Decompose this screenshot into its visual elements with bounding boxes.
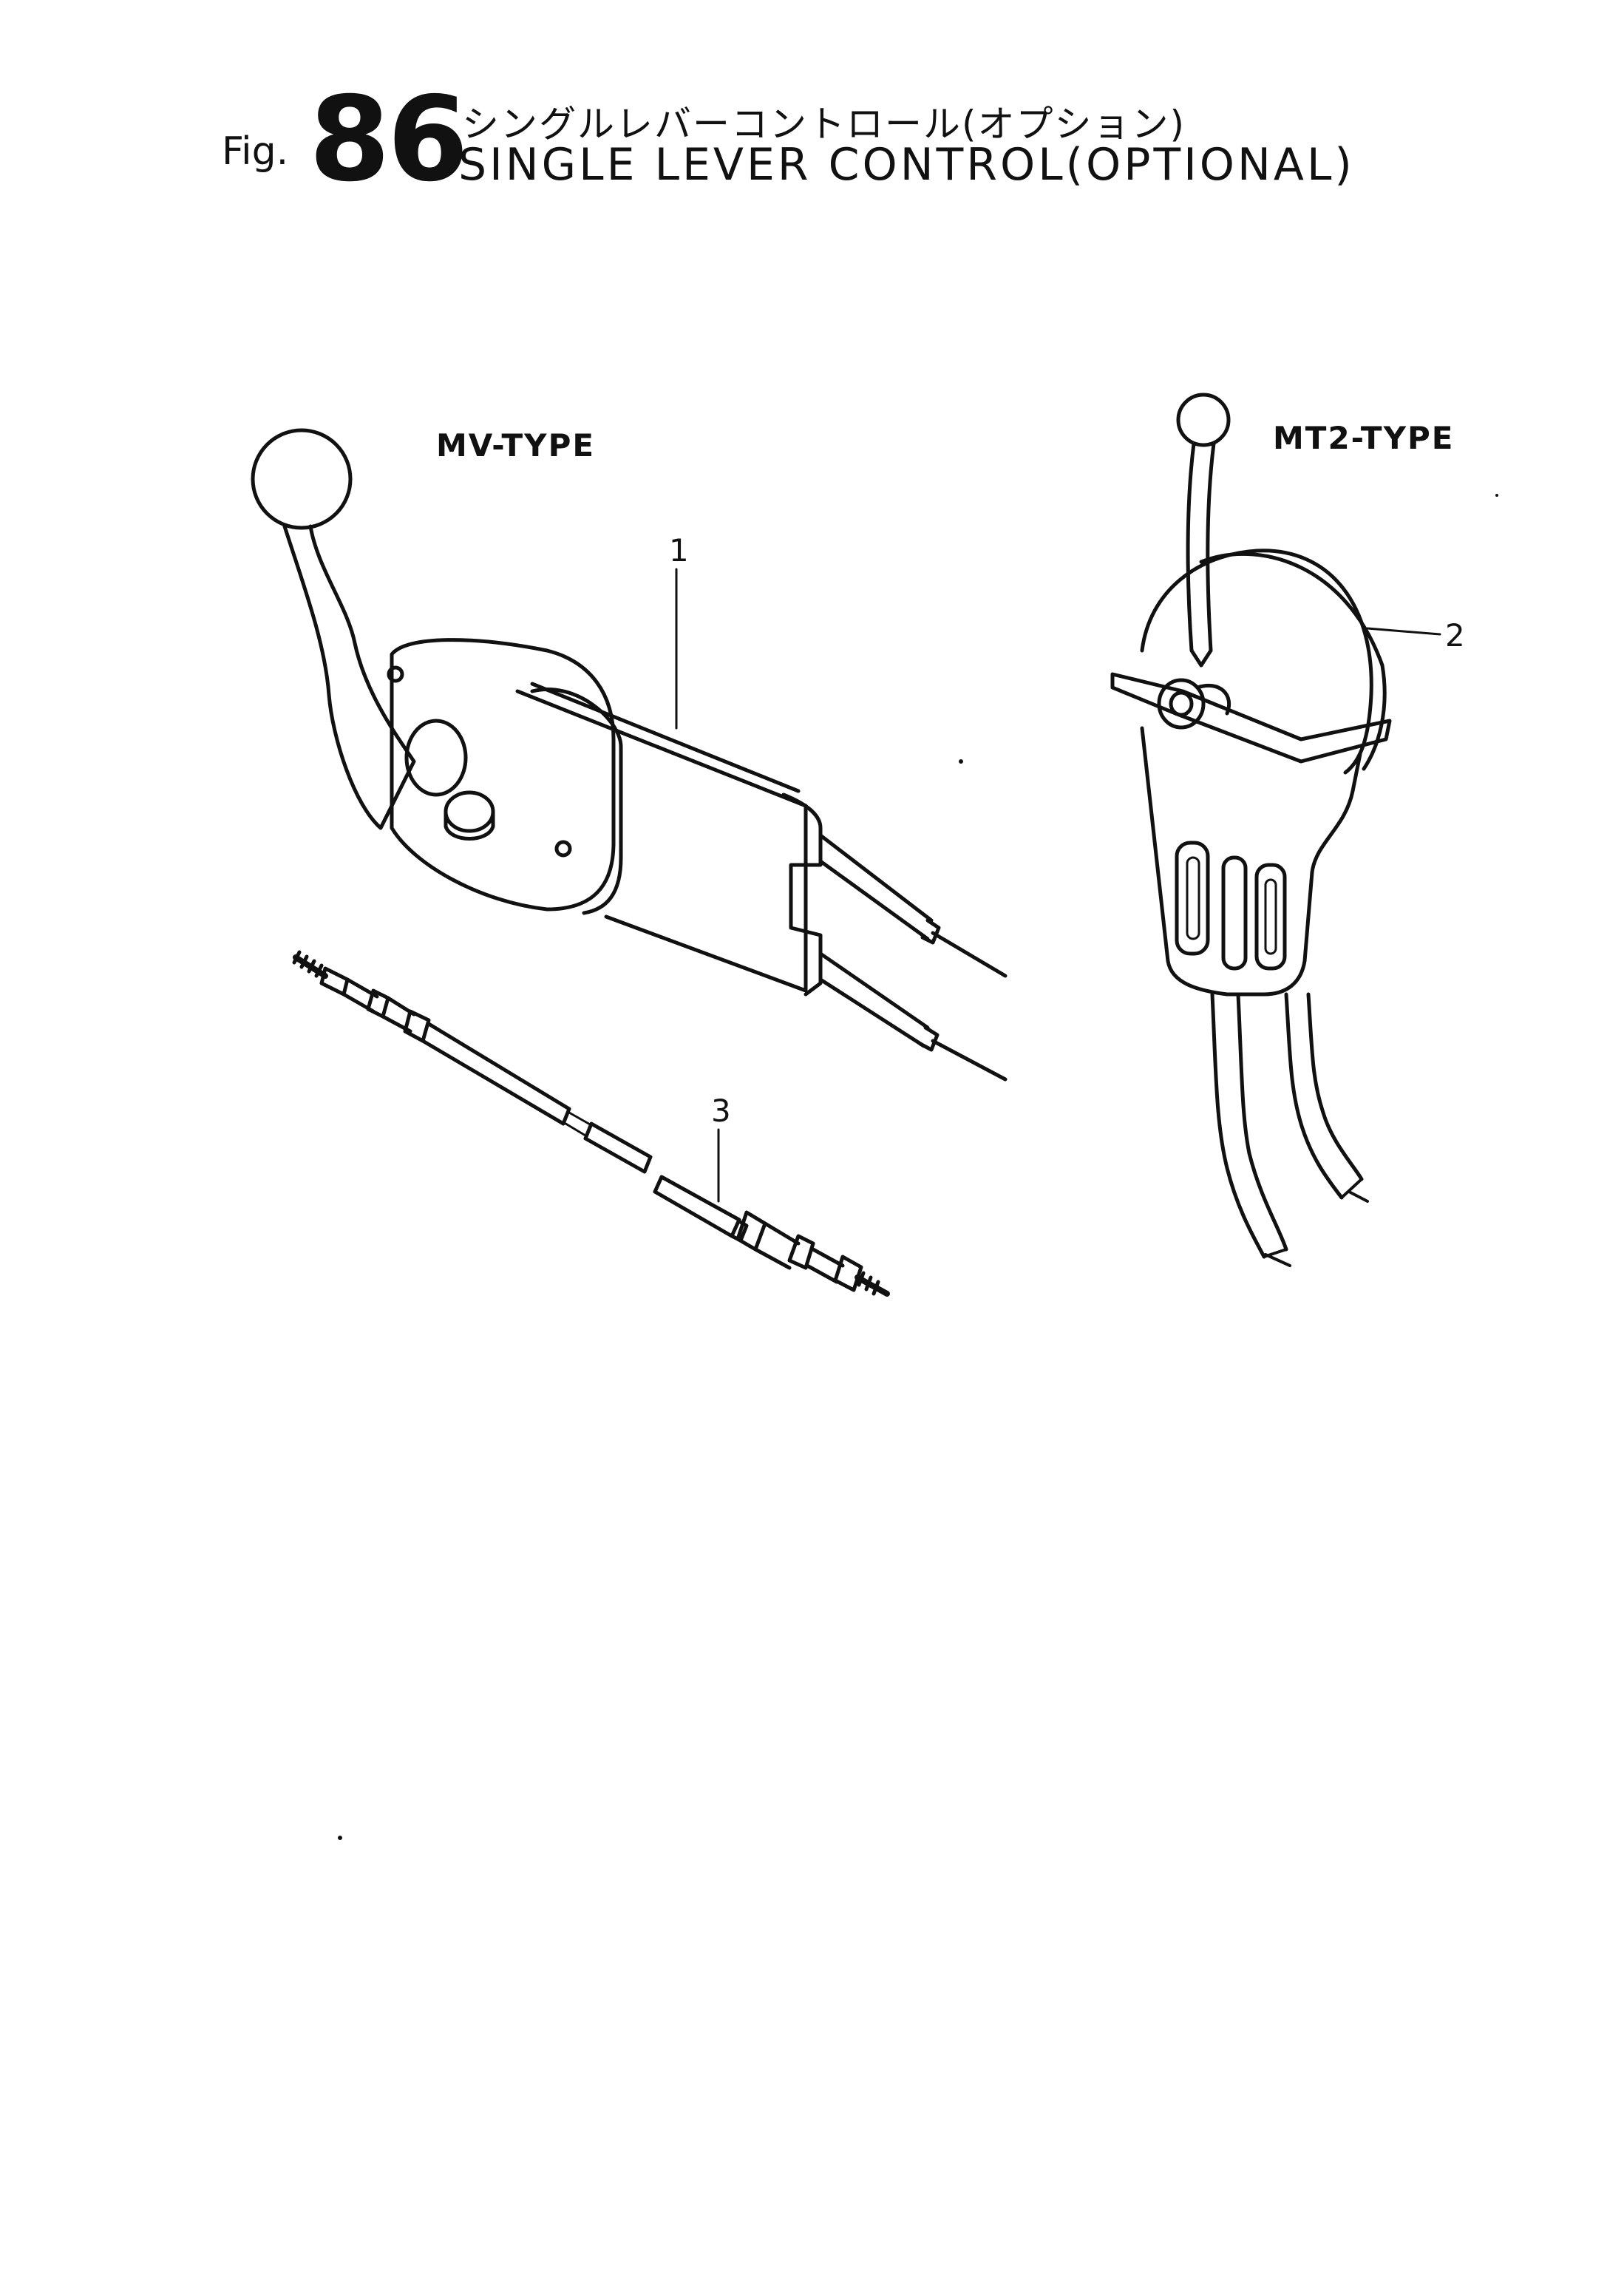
mv-rear-bracket (781, 792, 823, 997)
push-pull-cable (292, 950, 890, 1297)
callout-number-2: 2 (1445, 617, 1465, 654)
cable-rod (421, 1022, 571, 1126)
mt2-cable-slot (1254, 863, 1287, 971)
cable-lock-nut (833, 1255, 863, 1292)
mt2-lever-knob (1176, 393, 1231, 447)
cable-lock-nut (319, 966, 350, 997)
mv-push-button (444, 790, 495, 833)
mv-front-cover (390, 638, 616, 912)
mv-type-label: MV-TYPE (436, 427, 596, 464)
mv-type-control-unit (251, 428, 1008, 1082)
mt2-cable-slot (1175, 841, 1210, 956)
callout-number-1: 1 (669, 532, 689, 568)
callout-leader-2 (1366, 627, 1441, 636)
mt2-dome-cover (1140, 549, 1373, 775)
mt2-body (1140, 726, 1362, 997)
mt2-lever-arm (1186, 441, 1216, 668)
mv-cover-screw (387, 665, 404, 683)
title-japanese: シングルレバーコントロール(オプション) (462, 103, 1186, 146)
mv-housing-body (515, 689, 808, 993)
cable-conduit-segment (653, 1175, 741, 1238)
cable-conduit-segment (583, 1121, 653, 1174)
mt2-type-control-unit (1110, 393, 1441, 1267)
mt2-cable-left (1210, 992, 1266, 1259)
mv-cable-outlet-upper (818, 833, 934, 941)
fig-number: 86 (309, 72, 469, 208)
mv-cable-outlet-lower (818, 951, 930, 1048)
cable-lock-nut (787, 1234, 815, 1270)
cable-lock-nut (366, 988, 390, 1019)
title-english: SINGLE LEVER CONTROL(OPTIONAL) (458, 139, 1355, 191)
callout-number-3: 3 (711, 1093, 731, 1129)
mt2-cable-slot (1221, 855, 1248, 971)
mt2-pivot-hub (1157, 678, 1206, 730)
mt2-type-label: MT2-TYPE (1273, 420, 1455, 456)
cable-end-fitting (735, 1210, 767, 1252)
mv-pivot-boss (404, 719, 468, 797)
mv-lever-knob (251, 428, 353, 530)
cable-lock-nut (403, 1009, 431, 1043)
mt2-cable-right (1284, 992, 1344, 1200)
fig-prefix: Fig. (222, 129, 289, 174)
mv-cover-screw (554, 840, 572, 858)
mv-lever-arm (282, 524, 416, 830)
mt2-base-rim (1110, 672, 1392, 764)
